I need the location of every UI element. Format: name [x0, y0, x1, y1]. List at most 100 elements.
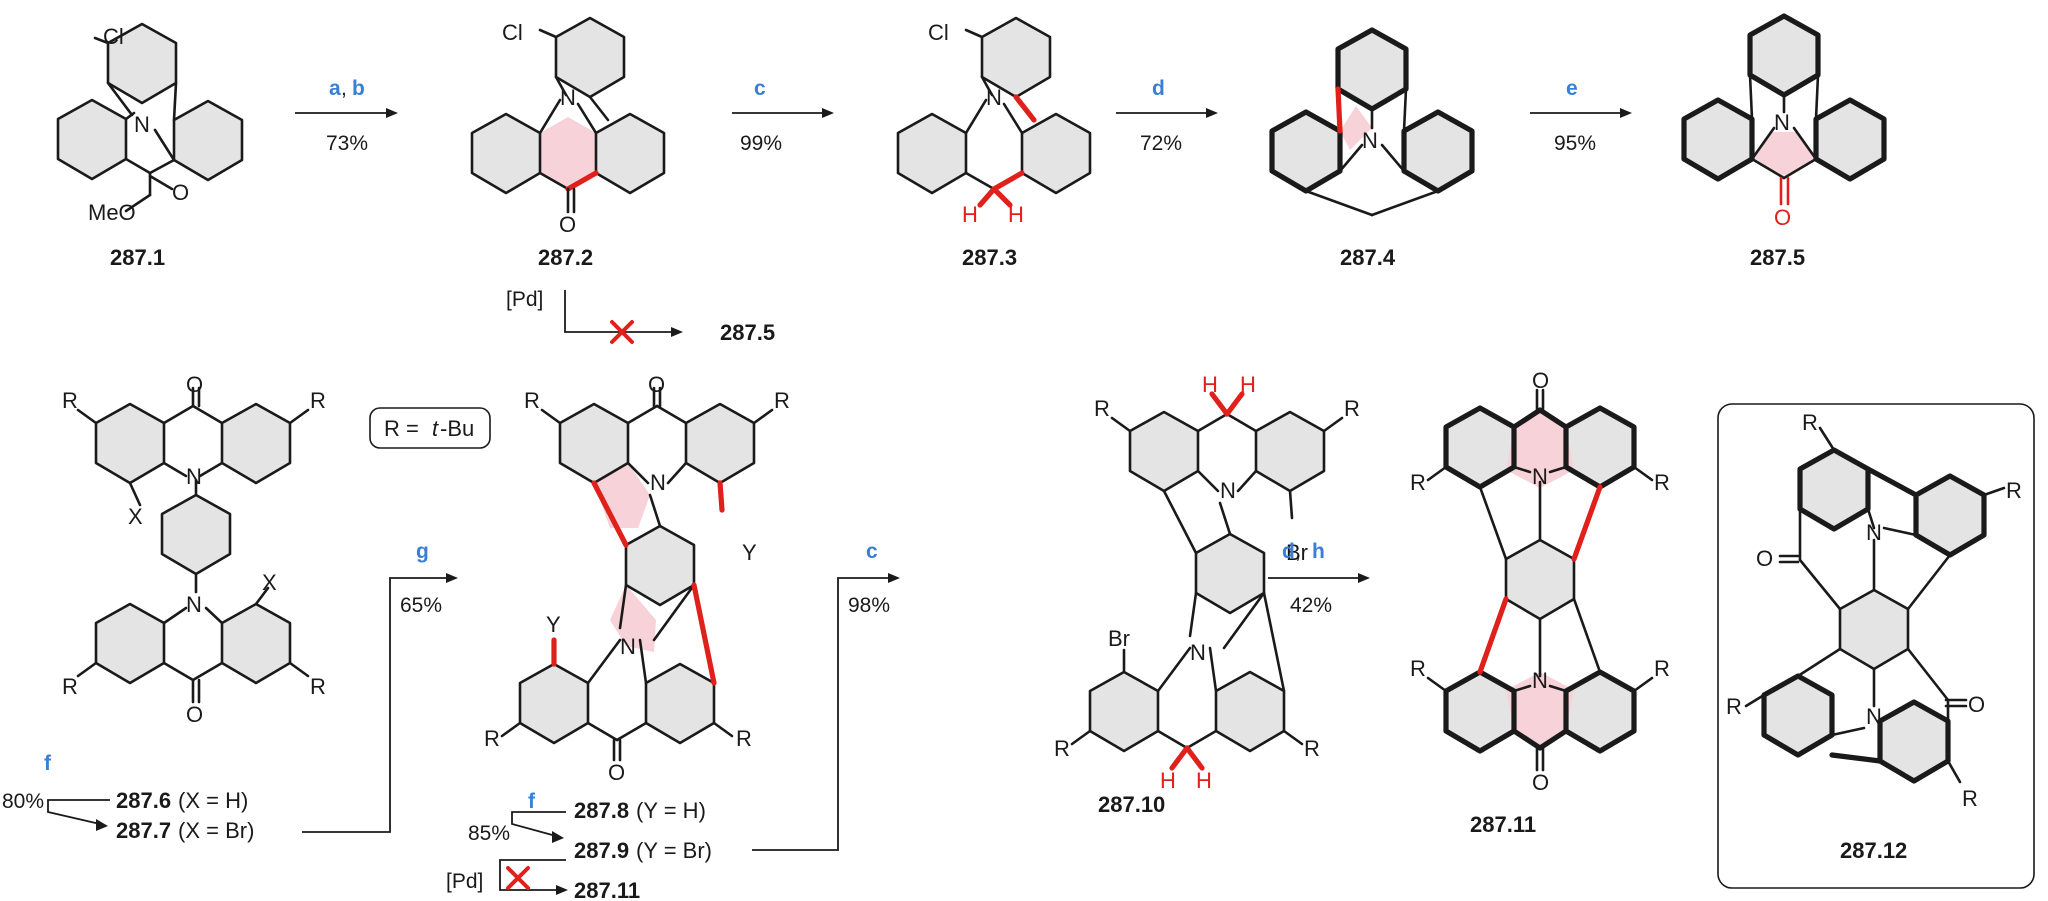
atom-n: N [186, 464, 202, 489]
reagent-d: d [1152, 77, 1165, 100]
atom-h: H [1160, 768, 1176, 793]
atom-o: O [1968, 692, 1985, 717]
atom-r: R [1654, 656, 1670, 681]
structure-287-2 [470, 16, 666, 214]
atom-r: R [1802, 410, 1818, 435]
atom-x: X [262, 570, 277, 595]
yield-step-c-bottom: 98% [848, 594, 890, 617]
compound-label-287-8: 287.8 [574, 798, 629, 823]
yield-step-dh: 42% [1290, 594, 1332, 617]
annotation-x-br: (X = Br) [178, 818, 254, 843]
compound-label-287-4: 287.4 [1340, 245, 1396, 270]
arrowhead [552, 831, 564, 843]
arrowhead [888, 573, 900, 583]
reagent-h: h [1312, 540, 1325, 563]
atom-cl: Cl [502, 20, 523, 45]
atom-r: R [774, 388, 790, 413]
failed-cross-icon [506, 866, 530, 890]
r-definition-suffix: -Bu [440, 416, 474, 441]
failed-pd-arrow-2 [499, 859, 566, 891]
structure-287-4 [1269, 27, 1475, 217]
atom-r: R [310, 674, 326, 699]
failed-target-287-5: 287.5 [720, 320, 775, 345]
arrowhead [1206, 108, 1218, 118]
structure-287-8 [500, 386, 774, 762]
structure-287-10 [1070, 391, 1344, 771]
yield-step-ab: 73% [326, 132, 368, 155]
arrowhead [822, 108, 834, 118]
atom-br: Br [1286, 540, 1308, 565]
atom-n: N [1866, 520, 1882, 545]
atom-o: O [648, 372, 665, 397]
atom-r: R [1726, 694, 1742, 719]
compound-label-287-5: 287.5 [1750, 245, 1805, 270]
arrow-step-c-bottom [752, 577, 892, 851]
compound-label-287-2: 287.2 [538, 245, 593, 270]
reagent-comma: , [1295, 540, 1301, 563]
arrowhead [671, 327, 683, 337]
atom-o: O [186, 372, 203, 397]
atom-h: H [1202, 372, 1218, 397]
structure-287-12 [1744, 426, 2006, 784]
annotation-y-br: (Y = Br) [636, 838, 712, 863]
atom-n: N [1532, 668, 1548, 693]
r-definition-prefix: R = [384, 416, 419, 441]
compound-label-287-1: 287.1 [110, 245, 165, 270]
r-definition-box [369, 407, 491, 449]
atom-r: R [1094, 396, 1110, 421]
atom-o: O [559, 212, 576, 237]
atom-n: N [1362, 128, 1378, 153]
yield-step-e: 95% [1554, 132, 1596, 155]
failed-pd-arrow-1 [564, 290, 675, 333]
yield-step-f-left: 80% [2, 790, 44, 813]
atom-n: N [650, 470, 666, 495]
pd-catalyst-label: [Pd] [446, 870, 483, 893]
atom-n: N [1866, 704, 1882, 729]
arrowhead [1620, 108, 1632, 118]
arrow-step-f-left [47, 799, 110, 825]
atom-r: R [62, 674, 78, 699]
atom-r: R [484, 726, 500, 751]
arrowhead [1358, 573, 1370, 583]
reagent-c: c [866, 540, 878, 563]
arrow-step-f-middle [511, 811, 566, 837]
yield-step-g: 65% [400, 594, 442, 617]
atom-cl: Cl [103, 24, 124, 49]
reagent-f: f [44, 752, 52, 775]
reagent-c: c [754, 77, 766, 100]
pd-catalyst-label: [Pd] [506, 288, 543, 311]
compound-label-287-11: 287.11 [1470, 812, 1536, 837]
atom-n: N [1220, 478, 1236, 503]
yield-step-c: 99% [740, 132, 782, 155]
atom-ome: MeO [88, 200, 136, 225]
atom-x: X [128, 504, 143, 529]
atom-br: Br [1108, 626, 1130, 651]
atom-h: H [1196, 768, 1212, 793]
structure-287-6 [76, 386, 310, 704]
atom-h: H [962, 202, 978, 227]
atom-n: N [620, 634, 636, 659]
atom-h: H [1008, 202, 1024, 227]
reagent-d: d [1282, 540, 1295, 563]
failed-cross-icon [610, 320, 634, 344]
yield-step-f-middle: 85% [468, 822, 510, 845]
reagent-g: g [416, 540, 429, 563]
structure-287-11 [1426, 388, 1654, 772]
structure-287-3 [896, 16, 1092, 208]
atom-o: O [172, 180, 189, 205]
atom-n: N [1774, 110, 1790, 135]
atom-o: O [1532, 770, 1549, 795]
arrow-step-g [302, 577, 450, 833]
reagent-comma: , [341, 77, 347, 100]
atom-r: R [62, 388, 78, 413]
atom-r: R [1654, 470, 1670, 495]
atom-o: O [1774, 205, 1791, 230]
atom-n: N [1190, 640, 1206, 665]
atom-n: N [134, 112, 150, 137]
compound-label-287-10: 287.10 [1098, 792, 1165, 817]
atom-h: H [1240, 372, 1256, 397]
atom-r: R [2006, 478, 2022, 503]
atom-n: N [986, 85, 1002, 110]
atom-o: O [1532, 368, 1549, 393]
failed-target-287-11: 287.11 [574, 878, 640, 901]
